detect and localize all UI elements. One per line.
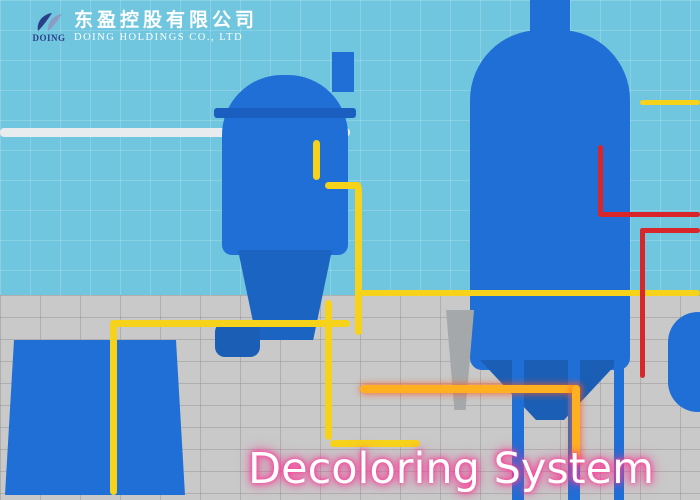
red-pipe <box>640 228 700 233</box>
decoloring-tank-neck <box>530 0 570 40</box>
collection-tub <box>5 340 185 495</box>
decoloring-tank-body <box>470 30 630 370</box>
company-logo: DOING 东盈控股有限公司 DOING HOLDINGS CO., LTD <box>32 10 258 43</box>
company-name-cn: 东盈控股有限公司 <box>74 10 259 31</box>
leaf-logo-icon <box>37 12 62 31</box>
side-tank <box>668 312 700 412</box>
caption-title: Decoloring System <box>248 444 654 494</box>
red-pipe <box>598 145 603 215</box>
filter-tank-flange <box>214 108 356 118</box>
yellow-pipe <box>330 440 420 447</box>
yellow-pipe <box>325 300 332 440</box>
white-pipe <box>0 128 350 137</box>
yellow-pipe <box>110 320 117 495</box>
yellow-pipe <box>325 182 361 189</box>
logo-mark-label: DOING <box>32 32 66 43</box>
tank-leg-back <box>614 320 624 500</box>
glowing-pipe <box>360 385 580 393</box>
side-bracket <box>332 52 354 92</box>
yellow-pipe <box>640 100 700 105</box>
yellow-pipe <box>360 290 700 296</box>
red-pipe <box>598 212 700 217</box>
company-name-en: DOING HOLDINGS CO., LTD <box>74 32 244 43</box>
glowing-pipe <box>572 385 580 465</box>
tank-leg-left <box>512 330 524 500</box>
yellow-pipe <box>313 140 320 180</box>
yellow-pipe <box>355 185 362 335</box>
red-pipe <box>640 228 645 378</box>
logo-mark: DOING <box>32 11 66 43</box>
yellow-pipe <box>110 320 350 327</box>
pump-motor <box>215 322 260 357</box>
logo-text: 东盈控股有限公司 DOING HOLDINGS CO., LTD <box>74 10 258 43</box>
filter-tank-body <box>222 75 348 255</box>
